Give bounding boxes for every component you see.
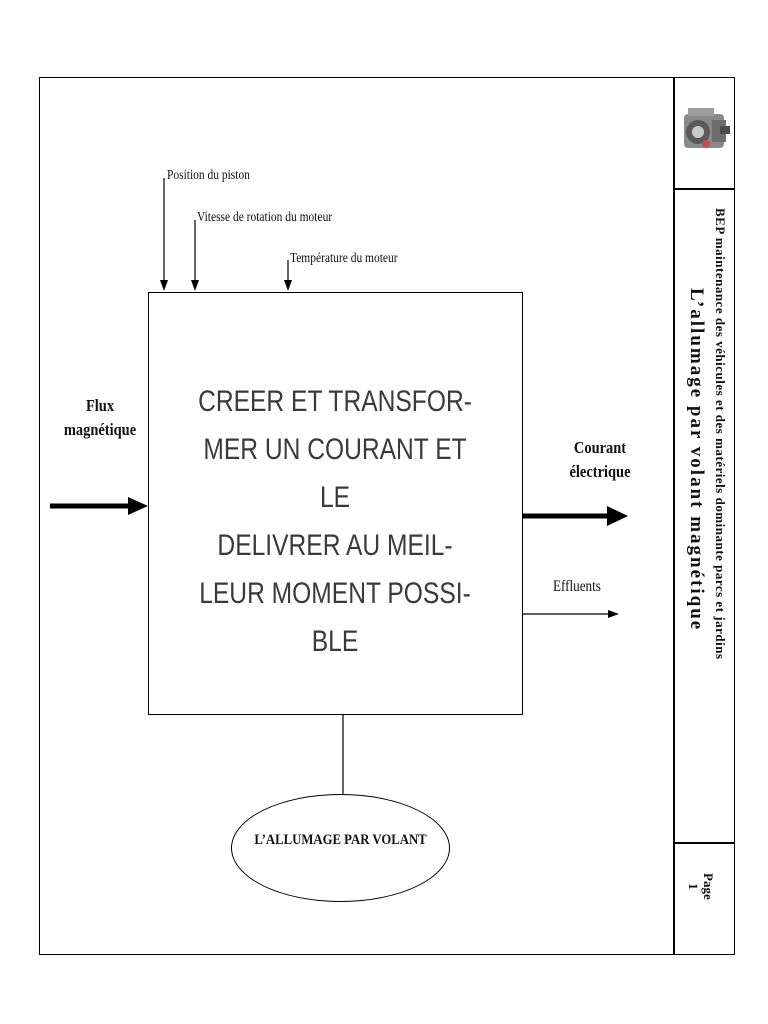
control-temperature: Température du moteur (290, 251, 398, 266)
control-arrow-temperature (284, 260, 292, 291)
sidebar-separator-bottom (673, 842, 735, 844)
control-arrow-vitesse (191, 220, 199, 291)
sidebar-divider (673, 77, 675, 955)
input-arrow (50, 497, 148, 515)
sidebar-separator-top (673, 188, 735, 190)
output-effluents-label: Effluents (553, 578, 601, 595)
page-frame (39, 77, 735, 955)
output-effluents-arrow (523, 610, 619, 618)
control-position-piston: Position du piston (167, 168, 250, 183)
input-flux-label: Flux magnétique (63, 396, 137, 439)
function-box (148, 292, 523, 715)
support-ellipse-text: L’ALLUMAGE PAR VOLANT (254, 832, 427, 848)
control-arrow-piston (160, 178, 168, 291)
function-box-text: CREER ET TRANSFOR- MER UN COURANT ET LE … (198, 385, 472, 658)
output-courant-arrow (523, 506, 628, 526)
control-vitesse-rotation: Vitesse de rotation du moteur (197, 210, 333, 225)
output-courant-label: Courant électrique (569, 438, 631, 481)
engine-photo-icon (676, 98, 732, 164)
support-ellipse (231, 794, 450, 902)
